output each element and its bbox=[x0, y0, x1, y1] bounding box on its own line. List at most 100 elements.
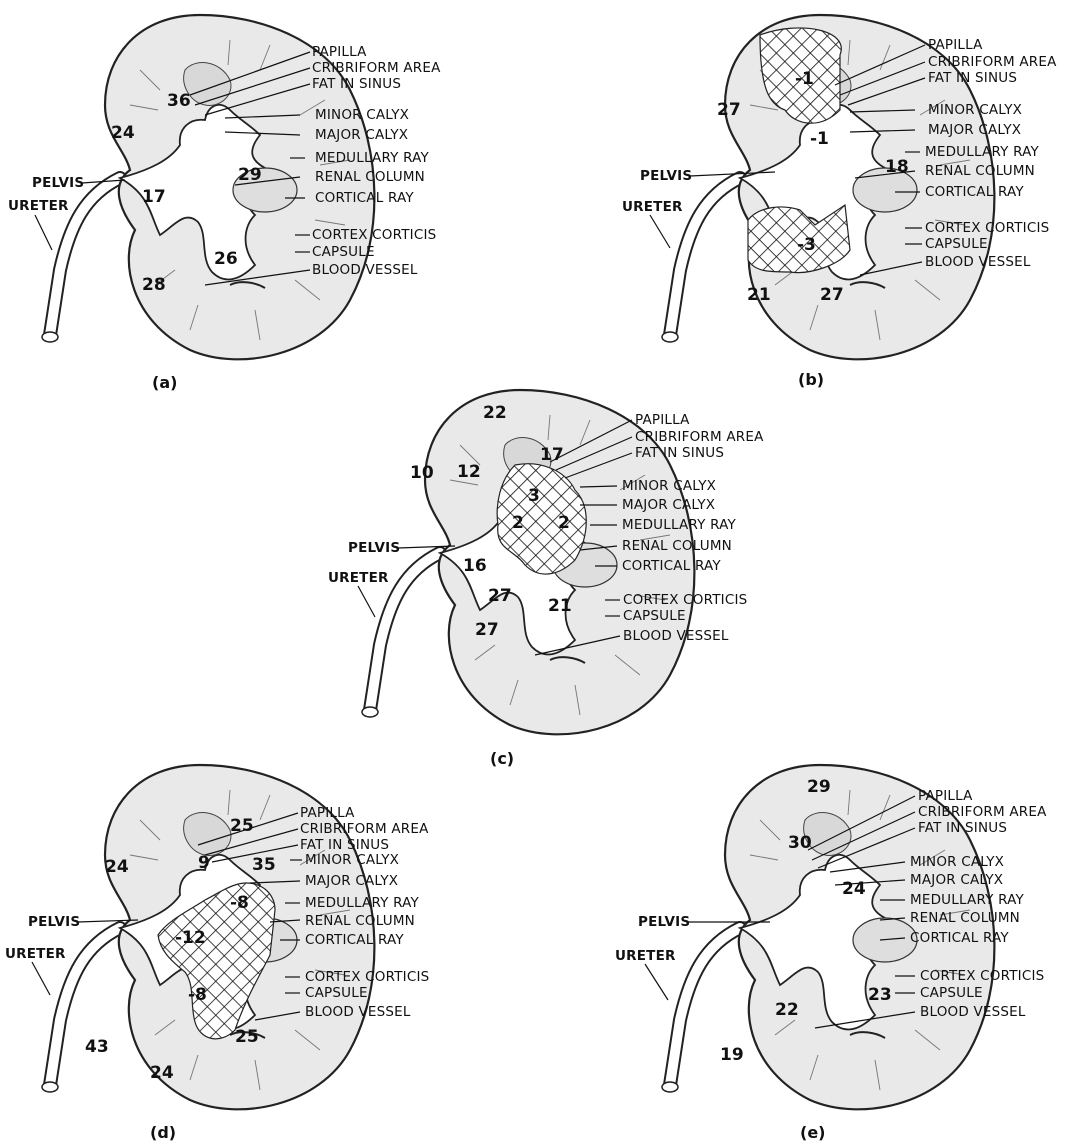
label-ureter: URETER bbox=[615, 948, 676, 964]
label-blood-vessel: BLOOD VESSEL bbox=[312, 262, 418, 278]
region-number: 10 bbox=[410, 463, 434, 483]
label-fat-in-sinus: FAT IN SINUS bbox=[635, 445, 724, 461]
region-number: -8 bbox=[188, 985, 207, 1005]
region-number: 36 bbox=[167, 91, 191, 111]
label-minor-calyx: MINOR CALYX bbox=[622, 478, 716, 494]
label-minor-calyx: MINOR CALYX bbox=[928, 102, 1022, 118]
panel-caption-e: (e) bbox=[800, 1123, 825, 1142]
region-number: 43 bbox=[85, 1037, 109, 1057]
label-minor-calyx: MINOR CALYX bbox=[315, 107, 409, 123]
panel-caption-a: (a) bbox=[152, 373, 177, 392]
label-cribriform-area: CRIBRIFORM AREA bbox=[312, 60, 441, 76]
label-cortical-ray: CORTICAL RAY bbox=[925, 184, 1024, 200]
label-cribriform-area: CRIBRIFORM AREA bbox=[918, 804, 1047, 820]
label-capsule: CAPSULE bbox=[312, 244, 375, 260]
region-number: 9 bbox=[198, 853, 210, 873]
region-number: 24 bbox=[111, 123, 135, 143]
region-number: 16 bbox=[463, 556, 487, 576]
region-number: -3 bbox=[797, 235, 816, 255]
region-number: -8 bbox=[230, 893, 249, 913]
region-number: 22 bbox=[775, 1000, 799, 1020]
label-papilla: PAPILLA bbox=[312, 44, 367, 60]
region-number: 24 bbox=[842, 879, 866, 899]
label-capsule: CAPSULE bbox=[925, 236, 988, 252]
panel-caption-d: (d) bbox=[150, 1123, 176, 1142]
label-medullary-ray: MEDULLARY RAY bbox=[925, 144, 1040, 160]
region-number: 19 bbox=[720, 1045, 744, 1065]
region-number: 17 bbox=[540, 445, 564, 465]
label-major-calyx: MAJOR CALYX bbox=[910, 872, 1003, 888]
label-minor-calyx: MINOR CALYX bbox=[910, 854, 1004, 870]
label-pelvis: PELVIS bbox=[638, 914, 690, 930]
label-blood-vessel: BLOOD VESSEL bbox=[305, 1004, 411, 1020]
label-major-calyx: MAJOR CALYX bbox=[622, 497, 715, 513]
label-renal-column: RENAL COLUMN bbox=[925, 163, 1035, 179]
region-number: 21 bbox=[747, 285, 771, 305]
label-major-calyx: MAJOR CALYX bbox=[928, 122, 1021, 138]
region-number: 27 bbox=[717, 100, 741, 120]
label-pelvis: PELVIS bbox=[28, 914, 80, 930]
label-ureter: URETER bbox=[5, 946, 66, 962]
label-fat-in-sinus: FAT IN SINUS bbox=[918, 820, 1007, 836]
region-number: 21 bbox=[548, 596, 572, 616]
label-blood-vessel: BLOOD VESSEL bbox=[920, 1004, 1026, 1020]
label-cribriform-area: CRIBRIFORM AREA bbox=[928, 54, 1057, 70]
label-capsule: CAPSULE bbox=[623, 608, 686, 624]
label-cribriform-area: CRIBRIFORM AREA bbox=[635, 429, 764, 445]
label-blood-vessel: BLOOD VESSEL bbox=[925, 254, 1031, 270]
region-number: 23 bbox=[868, 985, 892, 1005]
region-number: 3 bbox=[528, 486, 540, 506]
region-number: 25 bbox=[235, 1027, 259, 1047]
label-cortex-corticis: CORTEX CORTICIS bbox=[920, 968, 1044, 984]
label-renal-column: RENAL COLUMN bbox=[622, 538, 732, 554]
label-medullary-ray: MEDULLARY RAY bbox=[305, 895, 420, 911]
label-major-calyx: MAJOR CALYX bbox=[305, 873, 398, 889]
region-number: 24 bbox=[105, 857, 129, 877]
label-fat-in-sinus: FAT IN SINUS bbox=[312, 76, 401, 92]
region-number: 17 bbox=[142, 187, 166, 207]
label-fat-in-sinus: FAT IN SINUS bbox=[928, 70, 1017, 86]
label-medullary-ray: MEDULLARY RAY bbox=[622, 517, 737, 533]
label-cortex-corticis: CORTEX CORTICIS bbox=[925, 220, 1049, 236]
label-ureter: URETER bbox=[622, 199, 683, 215]
label-papilla: PAPILLA bbox=[300, 805, 355, 821]
label-papilla: PAPILLA bbox=[918, 788, 973, 804]
label-cortical-ray: CORTICAL RAY bbox=[910, 930, 1009, 946]
region-number: 24 bbox=[150, 1063, 174, 1083]
region-number: 29 bbox=[807, 777, 831, 797]
panel-caption-c: (c) bbox=[490, 749, 514, 768]
region-number: 2 bbox=[512, 513, 524, 533]
label-capsule: CAPSULE bbox=[920, 985, 983, 1001]
region-number: 28 bbox=[142, 275, 166, 295]
label-fat-in-sinus: FAT IN SINUS bbox=[300, 837, 389, 853]
region-number: 26 bbox=[214, 249, 238, 269]
label-cortex-corticis: CORTEX CORTICIS bbox=[305, 969, 429, 985]
label-minor-calyx: MINOR CALYX bbox=[305, 852, 399, 868]
label-cortical-ray: CORTICAL RAY bbox=[315, 190, 414, 206]
label-pelvis: PELVIS bbox=[348, 540, 400, 556]
label-papilla: PAPILLA bbox=[928, 37, 983, 53]
label-medullary-ray: MEDULLARY RAY bbox=[910, 892, 1025, 908]
label-blood-vessel: BLOOD VESSEL bbox=[623, 628, 729, 644]
label-medullary-ray: MEDULLARY RAY bbox=[315, 150, 430, 166]
label-pelvis: PELVIS bbox=[640, 168, 692, 184]
label-major-calyx: MAJOR CALYX bbox=[315, 127, 408, 143]
region-number: 2 bbox=[558, 513, 570, 533]
label-ureter: URETER bbox=[328, 570, 389, 586]
region-number: 12 bbox=[457, 462, 481, 482]
label-cortical-ray: CORTICAL RAY bbox=[622, 558, 721, 574]
label-capsule: CAPSULE bbox=[305, 985, 368, 1001]
region-number: 35 bbox=[252, 855, 276, 875]
region-number: 27 bbox=[488, 586, 512, 606]
region-number: -12 bbox=[175, 928, 206, 948]
label-papilla: PAPILLA bbox=[635, 412, 690, 428]
label-ureter: URETER bbox=[8, 198, 69, 214]
label-renal-column: RENAL COLUMN bbox=[315, 169, 425, 185]
region-number: -1 bbox=[810, 129, 829, 149]
panel-caption-b: (b) bbox=[798, 370, 824, 389]
label-cortical-ray: CORTICAL RAY bbox=[305, 932, 404, 948]
label-cortex-corticis: CORTEX CORTICIS bbox=[623, 592, 747, 608]
label-pelvis: PELVIS bbox=[32, 175, 84, 191]
label-renal-column: RENAL COLUMN bbox=[910, 910, 1020, 926]
